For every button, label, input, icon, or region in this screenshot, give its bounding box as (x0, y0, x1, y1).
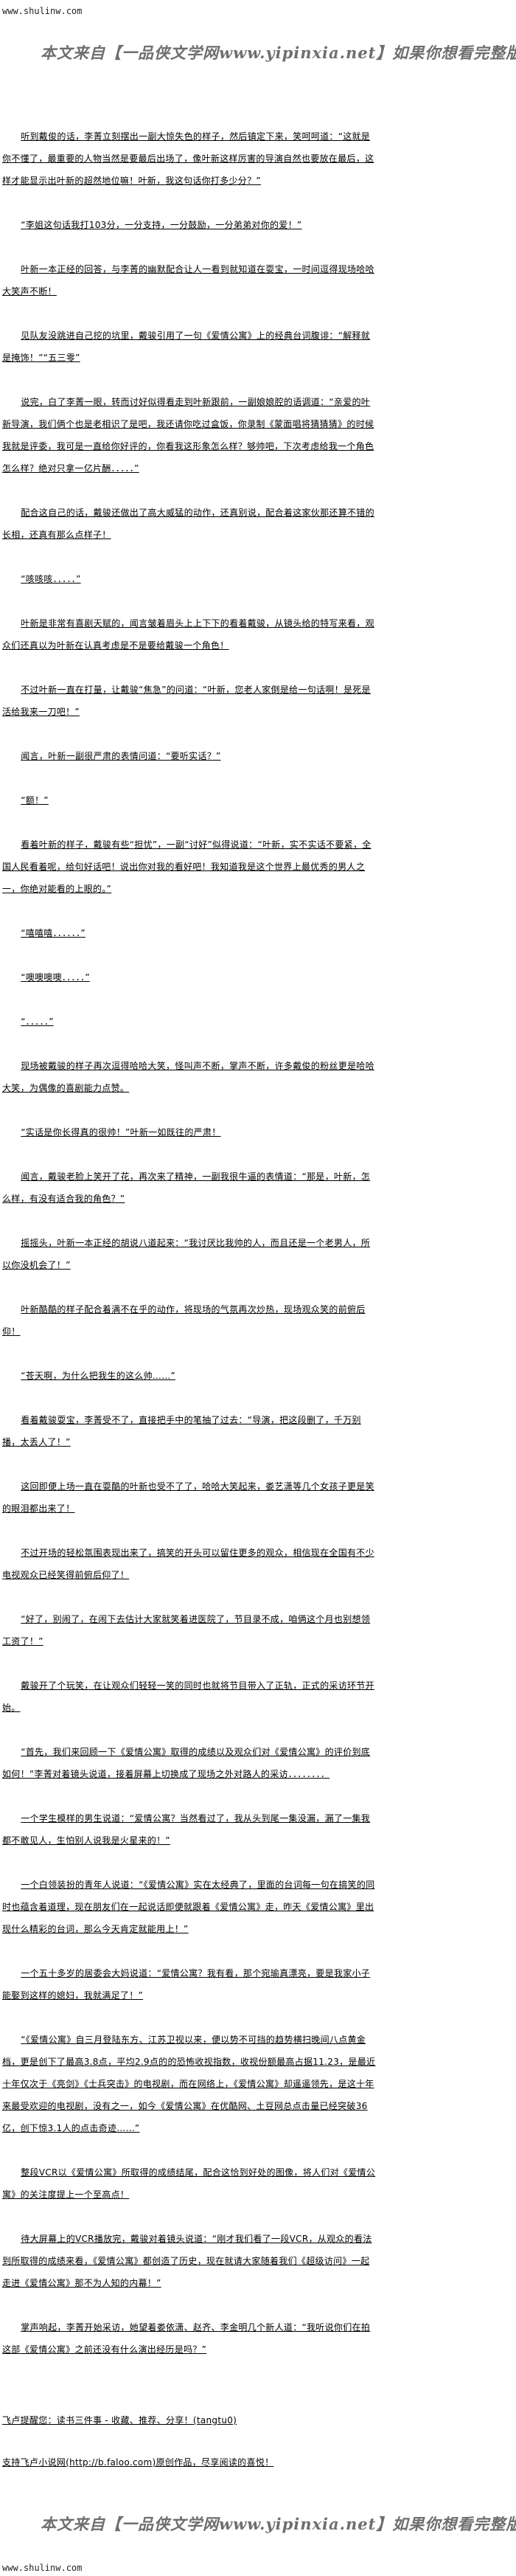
paragraph: 说完，白了李菁一眼，转而讨好似得看走到叶新跟前，一副娘娘腔的语调道：“亲爱的叶新… (2, 397, 374, 474)
paragraph: 叶新酷酷的样子配合着满不在乎的动作，将现场的气氛再次炒热，现场观众笑的前俯后仰！ (2, 1304, 366, 1337)
chapter-content: 听到戴俊的话，李菁立刻摆出一副大惊失色的样子，然后镇定下来，笑呵呵道：“这就是你… (2, 125, 377, 2383)
chapter-footer: 飞卢提醒您：读书三件事 - 收藏、推荐、分享！(tangtu0) 支持飞卢小说网… (2, 2409, 377, 2493)
paragraph: “好了，别闹了，在闹下去估计大家就笑着进医院了，节目录不成，咱俩这个月也别想领工… (2, 1614, 371, 1647)
paragraph: 一个白领装扮的青年人说道：“《爱情公寓》实在太经典了，里面的台词每一句在搞笑的同… (2, 1880, 375, 1934)
paragraph: 闻言，戴骏老脸上笑开了花，再次来了精神，一副我很牛逼的表情道：“那是，叶新，怎么… (2, 1171, 371, 1204)
paragraph: 戴骏开了个玩笑，在让观众们轻轻一笑的同时也就将节目带入了正轨，正式的采访环节开始… (2, 1680, 374, 1713)
paragraph: “．．．．．” (21, 1017, 54, 1027)
paragraph: 整段VCR以《爱情公寓》所取得的成绩结尾，配合这恰到好处的图像，将人们对《爱情公… (2, 2167, 376, 2200)
paragraph: 待大屏幕上的VCR播放完，戴骏对着镜头说道：“刚才我们看了一段VCR，从观众的看… (2, 2234, 372, 2288)
paragraph: 叶新是非常有喜剧天赋的，闻言皱着眉头上上下下的看着戴骏，从镜头给的特写来看，观众… (2, 618, 374, 651)
paragraph: 一个五十多岁的居委会大妈说道：“爱情公寓？我有看，那个宛瑜真漂亮，要是我家小子能… (2, 1968, 371, 2001)
paragraph: “嘻嘻嘻．．．．．．” (21, 928, 86, 938)
paragraph: 现场被戴骏的样子再次逗得哈哈大笑，怪叫声不断，掌声不断，许多戴俊的粉丝更是哈哈大… (2, 1061, 374, 1093)
site-url-bottom: www.shulinw.com (2, 2563, 83, 2573)
paragraph: “咳咳咳．．．．．” (21, 574, 81, 584)
paragraph: 看着叶新的样子，戴骏有些“担忧”，一副“讨好”似得说道：“叶新，实不实话不要紧，… (2, 839, 372, 894)
site-url-top: www.shulinw.com (2, 6, 83, 16)
support-notice[interactable]: 支持飞卢小说网(http://b.faloo.com)原创作品，尽享阅读的喜悦！ (2, 2457, 274, 2468)
paragraph: “苍天啊，为什么把我生的这么帅……” (21, 1371, 176, 1381)
paragraph: “《爱情公寓》自三月登陆东方、江苏卫视以来，便以势不可挡的趋势横扫晚间八点黄金档… (2, 2035, 376, 2133)
reading-reminder: 飞卢提醒您：读书三件事 - 收藏、推荐、分享！(tangtu0) (2, 2415, 237, 2426)
paragraph: 不过叶新一直在打量，让戴骏“焦急”的问道：“叶新，您老人家倒是给一句话啊！是死是… (2, 685, 371, 717)
paragraph: 叶新一本正经的回答，与李菁的幽默配合让人一看到就知道在耍宝，一时间逗得现场哈哈大… (2, 264, 374, 297)
paragraph: “实话是你长得真的很帅！”叶新一如既往的严肃！ (21, 1127, 221, 1138)
paragraph: 闻言，叶新一副很严肃的表情问道：“要听实话？” (21, 751, 221, 761)
paragraph: 掌声响起，李菁开始采访，她望着娄依潇、赵齐、李金明几个新人道：“我听说你们在拍这… (2, 2322, 371, 2355)
paragraph: “首先，我们来回顾一下《爱情公寓》取得的成绩以及观众们对《爱情公寓》的评价到底如… (2, 1747, 371, 1779)
paragraph: 摇摇头，叶新一本正经的胡说八道起来：“我讨厌比我帅的人，而且还是一个老男人，所以… (2, 1238, 371, 1270)
paragraph: “李姐这句话我打103分，一分支持，一分鼓励，一分弟弟对你的爱！” (21, 220, 302, 230)
paragraph: 听到戴俊的话，李菁立刻摆出一副大惊失色的样子，然后镇定下来，笑呵呵道：“这就是你… (2, 131, 374, 186)
paragraph: 这回即便上场一直在耍酷的叶新也受不了了，哈哈大笑起来，娄艺潇等几个女孩子更是笑的… (2, 1481, 374, 1514)
paragraph: “噢噢噢噢．．．．．” (21, 972, 90, 983)
paragraph: 看着戴骏耍宝，李菁受不了，直接把手中的笔抽了过去：“导演，把这段删了，千万别播，… (2, 1415, 361, 1447)
paragraph: 见队友没跳进自己挖的坑里，戴骏引用了一句《爱情公寓》上的经典台词腹诽：“解释就是… (2, 330, 371, 363)
paragraph: “额！” (21, 795, 49, 806)
paragraph: 不过开场的轻松氛围表现出来了，搞笑的开头可以留住更多的观众，相信现在全国有不少电… (2, 1548, 374, 1580)
watermark-banner-top: 本文来自【一品侠文学网www.yipinxia.net】如果你想看完整版小说，请 (41, 44, 516, 62)
paragraph: 一个学生模样的男生说道：“爱情公寓？当然看过了，我从头到尾一集没漏，漏了一集我都… (2, 1813, 371, 1846)
paragraph: 配合这自己的话，戴骏还做出了高大威猛的动作，还真别说，配合着这家伙那还算不错的长… (2, 508, 374, 540)
watermark-banner-bottom: 本文来自【一品侠文学网www.yipinxia.net】如果你想看完整版小说，请 (41, 2515, 516, 2533)
